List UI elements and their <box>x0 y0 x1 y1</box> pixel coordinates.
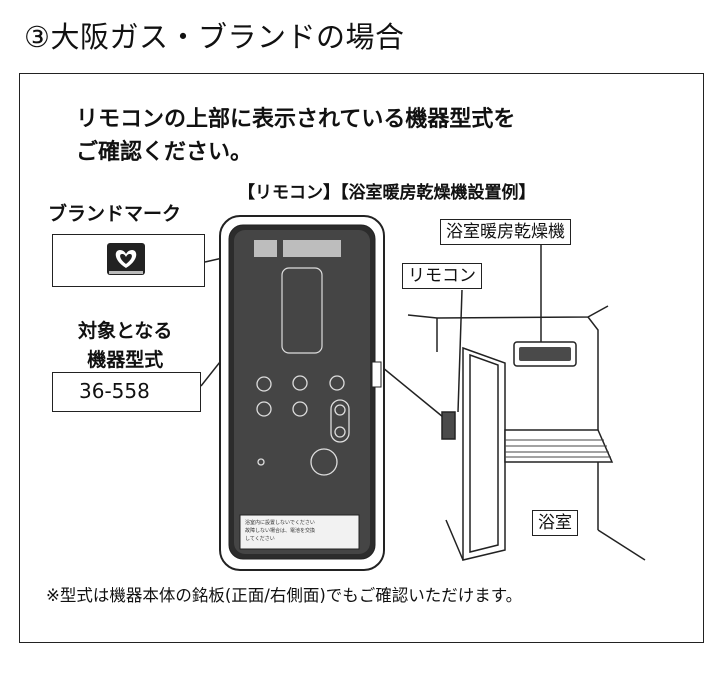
bathroom-illustration <box>407 245 646 561</box>
footnote: ※型式は機器本体の銘板(正面/右側面)でもご確認いただけます。 <box>46 586 523 605</box>
bathtub-stripes <box>505 439 611 458</box>
remote-tag: リモコン <box>402 263 482 289</box>
remote-sticker-line: 故障しない場合は、電池を交換 <box>245 527 315 534</box>
bath-door <box>462 346 506 561</box>
diagram-frame <box>19 73 704 643</box>
ceiling-line <box>407 305 609 319</box>
diagram-caption: 【リモコン】【浴室暖房乾燥機設置例】 <box>238 183 536 203</box>
remote-button <box>256 376 272 392</box>
model-number: 36-558 <box>52 372 201 412</box>
brand-mark-label: ブランドマーク <box>48 203 182 225</box>
remote-dial-knob <box>334 426 346 438</box>
remote-brand-area <box>254 240 277 257</box>
remote-button <box>256 401 272 417</box>
remote-button <box>292 375 308 391</box>
bath-dryer-grille <box>519 347 571 361</box>
dryer-tag: 浴室暖房乾燥機 <box>440 219 571 245</box>
page-title: ③大阪ガス・ブランドの場合 <box>24 20 405 54</box>
remote-leader-line <box>457 289 463 413</box>
remote-model-area <box>283 240 341 257</box>
remote-buttons <box>256 375 350 476</box>
remote-button <box>329 375 345 391</box>
remote-indicator-lamp <box>257 458 265 466</box>
bathroom-tag: 浴室 <box>532 510 578 536</box>
remote-power-button <box>310 448 338 476</box>
remote-sticker <box>239 514 360 550</box>
wall-floor-edge <box>445 519 464 561</box>
remote-sticker-line: 浴室内に設置しないでください <box>245 519 315 526</box>
bath-remote <box>441 411 456 440</box>
floor-edge <box>597 529 646 561</box>
remote-display <box>281 267 323 354</box>
remote-face <box>234 230 370 554</box>
remote-control-illustration: 浴室内に設置しないでください 故障しない場合は、電池を交換 してください <box>219 215 385 571</box>
remote-sticker-text: 浴室内に設置しないでください 故障しない場合は、電池を交換 してください <box>245 519 317 542</box>
brand-mark-box <box>52 234 205 287</box>
remote-button <box>292 401 308 417</box>
remote-sticker-line: してください <box>245 535 275 542</box>
heart-logo-icon <box>107 243 145 275</box>
remote-side-latch <box>371 361 382 388</box>
back-wall-edge <box>587 316 599 530</box>
remote-connector-line <box>376 362 444 418</box>
instruction-text: リモコンの上部に表示されている機器型式を ご確認ください。 <box>76 107 516 165</box>
bath-door-panel <box>469 353 499 553</box>
remote-dial-knob <box>334 404 346 416</box>
model-label: 対象となる 機器型式 <box>78 320 173 371</box>
